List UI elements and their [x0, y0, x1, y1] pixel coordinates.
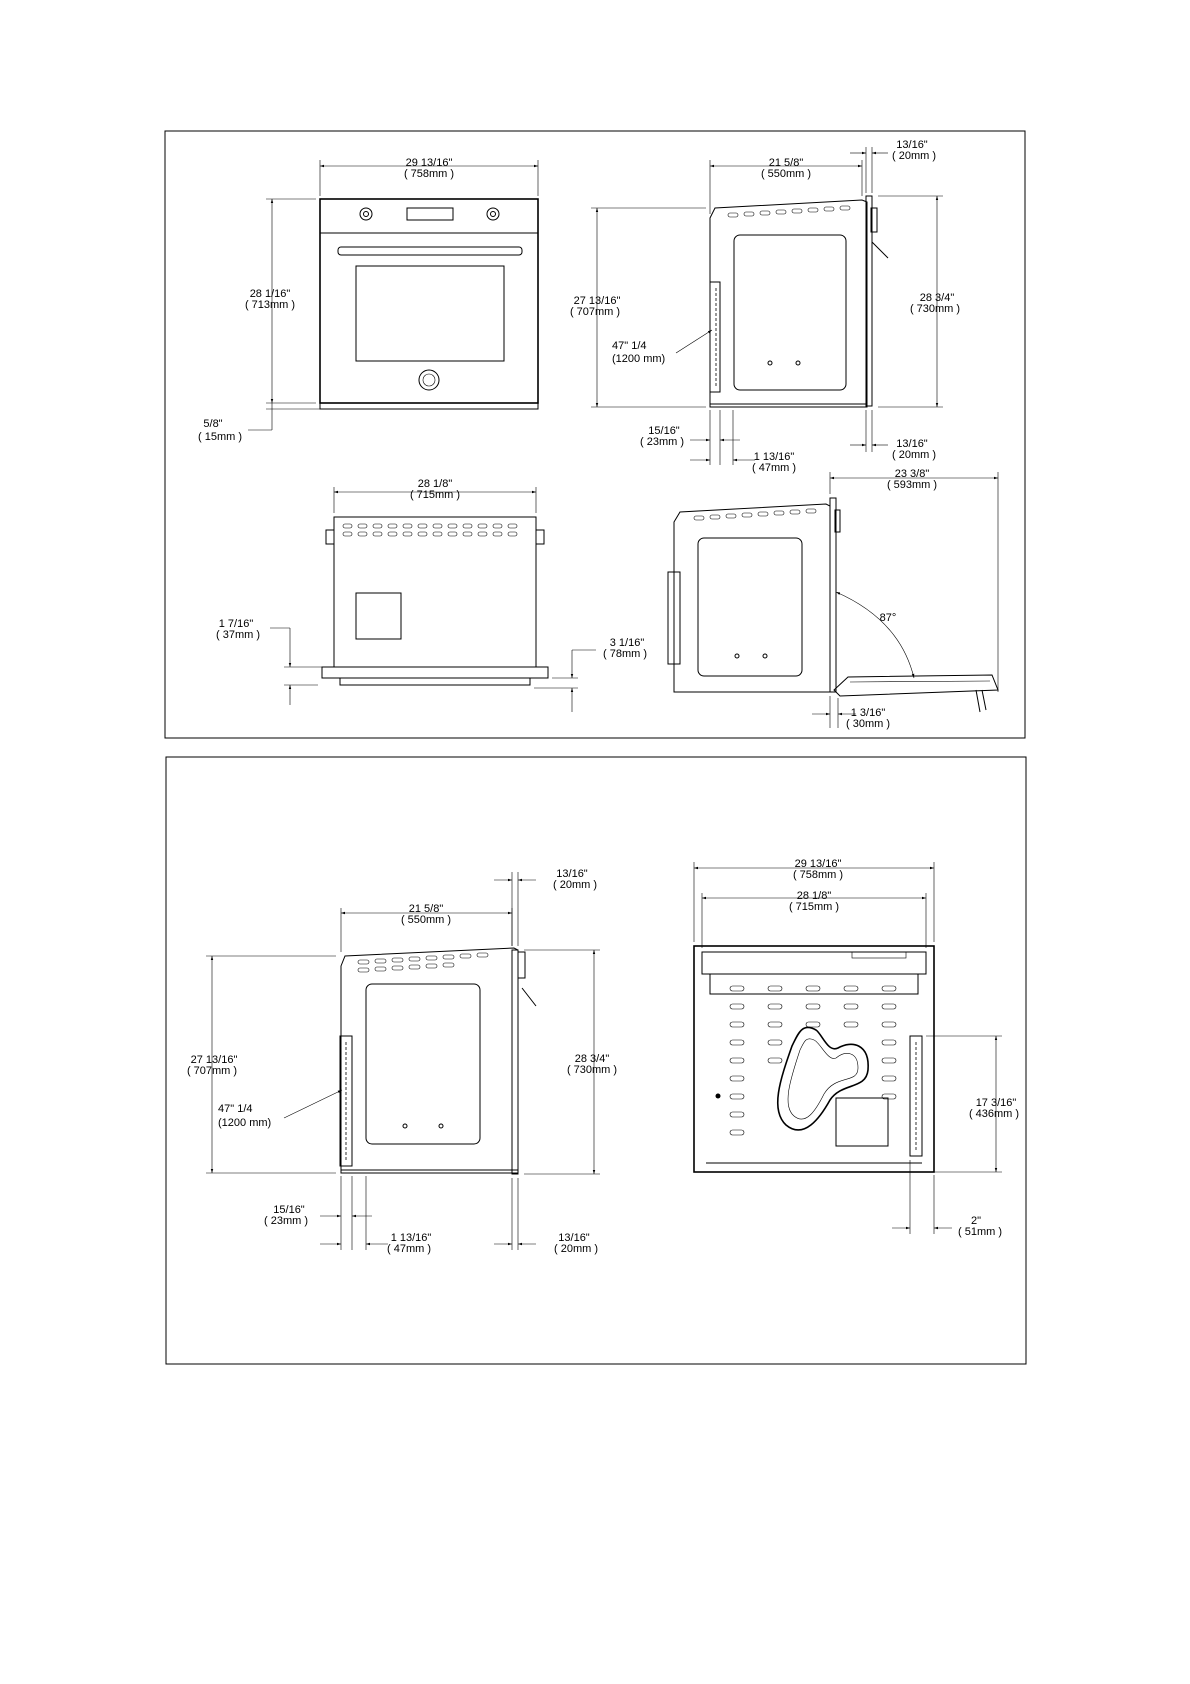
- side1-height-left-in: 27 13/16": [574, 295, 621, 307]
- rear-height-mm: ( 436mm ): [969, 1108, 1019, 1120]
- side1-bottom-c-in: 13/16": [896, 438, 928, 450]
- top-width-dimension: 28 1/8" ( 715mm ): [333, 478, 537, 513]
- side2-height-right-in: 28 3/4": [575, 1053, 610, 1065]
- front-height-dimension: 28 1/16" ( 713mm ): [245, 198, 316, 404]
- side2-bottom-a-mm: ( 23mm ): [264, 1215, 308, 1227]
- side1-top-right-in: 13/16": [896, 139, 928, 151]
- side2-depth-dimension: 21 5/8" ( 550mm ): [340, 903, 513, 952]
- side1-bottom-c-mm: ( 20mm ): [892, 449, 936, 461]
- front-bottom-in: 5/8": [203, 418, 222, 430]
- top-width-mm: ( 715mm ): [410, 489, 460, 501]
- top-left-in: 1 7/16": [219, 618, 254, 630]
- rear-outer-width-dimension: 29 13/16" ( 758mm ): [693, 858, 935, 942]
- front-width-in: 29 13/16": [406, 157, 453, 169]
- side2-bottom-b-in: 1 13/16": [391, 1232, 432, 1244]
- front-bottom-mm: ( 15mm ): [198, 431, 242, 443]
- door-gap-in: 1 3/16": [851, 707, 886, 719]
- side1-top-right-dimension: 13/16" ( 20mm ): [850, 139, 936, 193]
- side2-depth-mm: ( 550mm ): [401, 914, 451, 926]
- rear-inner-in: 28 1/8": [797, 890, 832, 902]
- panel-1-frame: [164, 130, 1026, 739]
- top-right-in: 3 1/16": [610, 637, 645, 649]
- door-gap-dimension: 1 3/16" ( 30mm ): [812, 696, 890, 730]
- door-gap-mm: ( 30mm ): [846, 718, 890, 730]
- door-open-dimension: 23 3/8" ( 593mm ): [829, 468, 999, 692]
- front-view: [319, 198, 539, 410]
- side1-cable-mm: (1200 mm): [612, 353, 665, 365]
- side1-cable-callout: 47" 1/4 (1200 mm): [612, 329, 713, 365]
- side2-height-left-dimension: 27 13/16" ( 707mm ): [187, 955, 336, 1174]
- side1-height-left-mm: ( 707mm ): [570, 306, 620, 318]
- side2-bottom-c-mm: ( 20mm ): [554, 1243, 598, 1255]
- front-width-mm: ( 758mm ): [404, 168, 454, 180]
- rear-outer-in: 29 13/16": [795, 858, 842, 870]
- side2-top-right-dimension: 13/16" ( 20mm ): [494, 868, 597, 946]
- door-open-mm: ( 593mm ): [887, 479, 937, 491]
- side2-bottom-a-in: 15/16": [273, 1204, 305, 1216]
- top-view: [321, 516, 549, 686]
- rear-inner-mm: ( 715mm ): [789, 901, 839, 913]
- side2-bottom-c-in: 13/16": [558, 1232, 590, 1244]
- front-bottom-dimension: 5/8" ( 15mm ): [198, 403, 320, 443]
- side2-cable-in: 47" 1/4: [218, 1103, 253, 1115]
- side1-height-right-dimension: 28 3/4" ( 730mm ): [878, 195, 960, 408]
- door-open-view: [667, 497, 999, 713]
- side2-top-right-mm: ( 20mm ): [553, 879, 597, 891]
- door-open-in: 23 3/8": [895, 468, 930, 480]
- side2-bottom-b-mm: ( 47mm ): [387, 1243, 431, 1255]
- side2-cable-callout: 47" 1/4 (1200 mm): [218, 1089, 343, 1129]
- side2-cable-mm: (1200 mm): [218, 1117, 271, 1129]
- side1-depth-in: 21 5/8": [769, 157, 804, 169]
- side1-depth-mm: ( 550mm ): [761, 168, 811, 180]
- front-width-dimension: 29 13/16" ( 758mm ): [319, 157, 539, 196]
- side1-height-right-mm: ( 730mm ): [910, 303, 960, 315]
- side1-bottom-a-in: 15/16": [648, 425, 680, 437]
- top-width-in: 28 1/8": [418, 478, 453, 490]
- rear-outer-mm: ( 758mm ): [793, 869, 843, 881]
- side2-height-right-dimension: 28 3/4" ( 730mm ): [524, 949, 617, 1175]
- front-height-mm: ( 713mm ): [245, 299, 295, 311]
- rear-inner-width-dimension: 28 1/8" ( 715mm ): [701, 890, 927, 948]
- side1-bottom-dimensions: 15/16" ( 23mm ) 1 13/16" ( 47mm ) 13/16"…: [640, 410, 936, 474]
- side1-height-right-in: 28 3/4": [920, 292, 955, 304]
- rear-offset-mm: ( 51mm ): [958, 1226, 1002, 1238]
- top-left-mm: ( 37mm ): [216, 629, 260, 641]
- side1-cable-in: 47" 1/4: [612, 340, 647, 352]
- rear-height-dimension: 17 3/16" ( 436mm ): [926, 1035, 1019, 1173]
- top-right-dimension: 3 1/16" ( 78mm ): [534, 637, 647, 712]
- side-view-1: [709, 195, 889, 408]
- front-height-in: 28 1/16": [250, 288, 291, 300]
- side2-height-right-mm: ( 730mm ): [567, 1064, 617, 1076]
- side1-top-right-mm: ( 20mm ): [892, 150, 936, 162]
- door-angle-label: 87°: [880, 612, 897, 624]
- side2-bottom-dimensions: 15/16" ( 23mm ) 1 13/16" ( 47mm ) 13/16"…: [264, 1176, 598, 1255]
- panel-2-frame: [165, 756, 1027, 1365]
- rear-offset-dimension: 2" ( 51mm ): [892, 1160, 1002, 1238]
- side1-bottom-b-in: 1 13/16": [754, 451, 795, 463]
- rear-height-in: 17 3/16": [976, 1097, 1017, 1109]
- side-view-2: [339, 947, 537, 1175]
- side1-bottom-a-mm: ( 23mm ): [640, 436, 684, 448]
- door-angle-arc: 87°: [835, 591, 915, 679]
- top-right-mm: ( 78mm ): [603, 648, 647, 660]
- side1-depth-dimension: 21 5/8" ( 550mm ): [709, 157, 863, 214]
- side2-height-left-in: 27 13/16": [191, 1054, 238, 1066]
- rear-view: [693, 945, 935, 1173]
- side1-height-left-dimension: 27 13/16" ( 707mm ): [570, 207, 706, 408]
- side1-bottom-b-mm: ( 47mm ): [752, 462, 796, 474]
- rear-offset-in: 2": [971, 1215, 981, 1227]
- side2-top-right-in: 13/16": [556, 868, 588, 880]
- side2-depth-in: 21 5/8": [409, 903, 444, 915]
- top-left-dimension: 1 7/16" ( 37mm ): [216, 618, 330, 705]
- side2-height-left-mm: ( 707mm ): [187, 1065, 237, 1077]
